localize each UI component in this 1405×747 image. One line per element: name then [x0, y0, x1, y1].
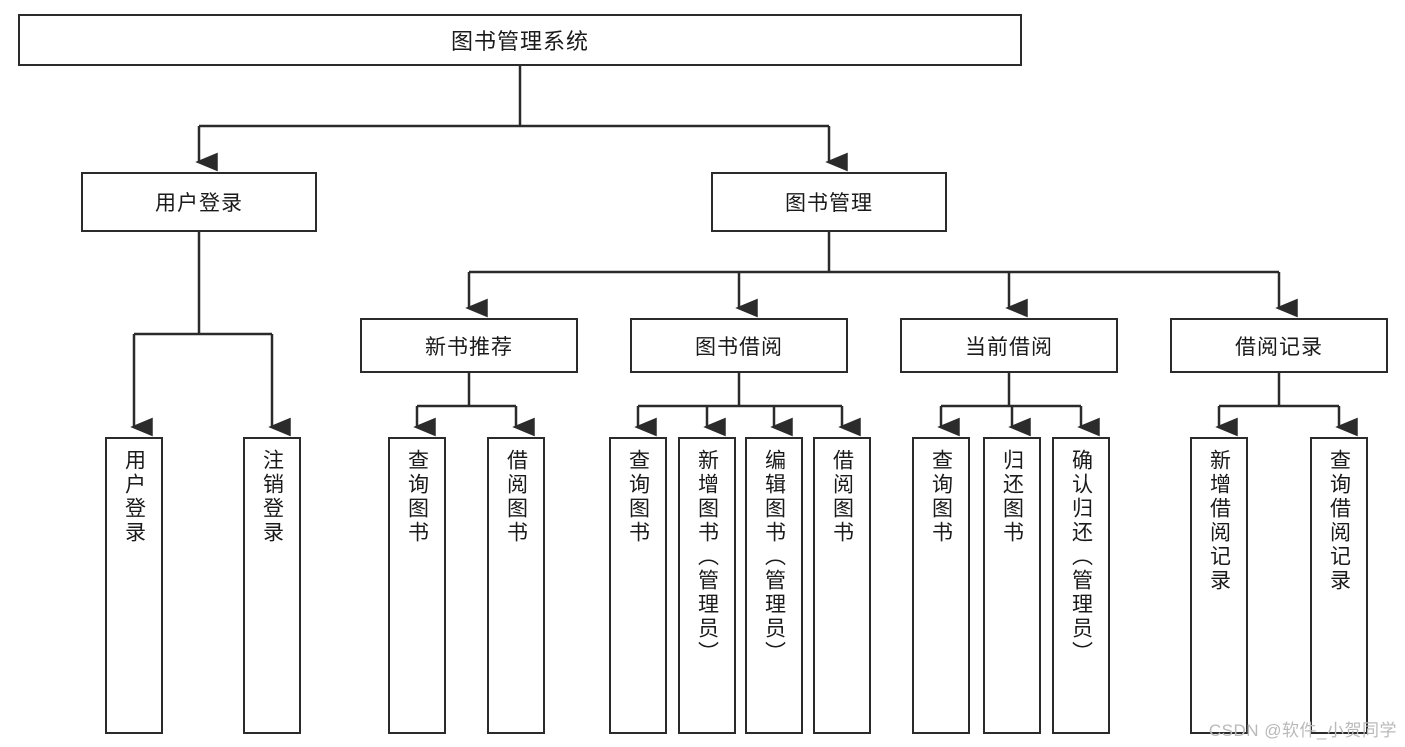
node-book-management[interactable]: 图书管理 [711, 172, 947, 232]
leaf-query-borrow-record-label: 查询借阅记录 [1327, 449, 1351, 593]
leaf-query-borrow-record[interactable]: 查询借阅记录 [1310, 437, 1368, 734]
leaf-borrow-book-newbook[interactable]: 借阅图书 [487, 437, 545, 734]
leaf-edit-book-admin-label: 编辑图书（管理员） [762, 449, 786, 665]
leaf-query-book-borrow-label: 查询图书 [626, 449, 650, 545]
node-user-login[interactable]: 用户登录 [81, 172, 317, 232]
node-book-borrow-label: 图书借阅 [695, 335, 783, 359]
node-current-borrow[interactable]: 当前借阅 [900, 318, 1118, 373]
leaf-edit-book-admin[interactable]: 编辑图书（管理员） [745, 437, 803, 734]
node-user-login-label: 用户登录 [155, 192, 243, 215]
leaf-add-borrow-record[interactable]: 新增借阅记录 [1190, 437, 1248, 734]
node-new-book-recommend-label: 新书推荐 [425, 335, 513, 359]
leaf-logout[interactable]: 注销登录 [243, 437, 301, 734]
leaf-query-book-borrow[interactable]: 查询图书 [609, 437, 667, 734]
node-root[interactable]: 图书管理系统 [18, 14, 1022, 66]
leaf-user-login-label: 用户登录 [122, 449, 146, 545]
leaf-confirm-return-admin[interactable]: 确认归还（管理员） [1052, 437, 1110, 734]
node-book-management-label: 图书管理 [785, 192, 873, 215]
leaf-return-book-label: 归还图书 [1000, 449, 1024, 545]
node-book-borrow[interactable]: 图书借阅 [630, 318, 848, 373]
leaf-logout-label: 注销登录 [260, 449, 284, 545]
leaf-add-borrow-record-label: 新增借阅记录 [1207, 449, 1231, 593]
leaf-borrow-book-label: 借阅图书 [830, 449, 854, 545]
leaf-query-book-current-label: 查询图书 [929, 449, 953, 545]
leaf-borrow-book-newbook-label: 借阅图书 [504, 449, 528, 545]
leaf-return-book[interactable]: 归还图书 [983, 437, 1041, 734]
leaf-confirm-return-admin-label: 确认归还（管理员） [1069, 449, 1093, 665]
leaf-add-book-admin-label: 新增图书（管理员） [695, 449, 719, 665]
node-borrow-record-label: 借阅记录 [1235, 335, 1323, 359]
leaf-query-book-newbook-label: 查询图书 [405, 449, 429, 545]
node-new-book-recommend[interactable]: 新书推荐 [360, 318, 578, 373]
leaf-borrow-book[interactable]: 借阅图书 [813, 437, 871, 734]
leaf-add-book-admin[interactable]: 新增图书（管理员） [678, 437, 736, 734]
node-current-borrow-label: 当前借阅 [965, 335, 1053, 359]
watermark-text: CSDN @软件_小贺同学 [1208, 721, 1397, 740]
leaf-query-book-newbook[interactable]: 查询图书 [388, 437, 446, 734]
leaf-user-login[interactable]: 用户登录 [105, 437, 163, 734]
node-borrow-record[interactable]: 借阅记录 [1170, 318, 1388, 373]
node-root-label: 图书管理系统 [450, 29, 589, 54]
leaf-query-book-current[interactable]: 查询图书 [912, 437, 970, 734]
